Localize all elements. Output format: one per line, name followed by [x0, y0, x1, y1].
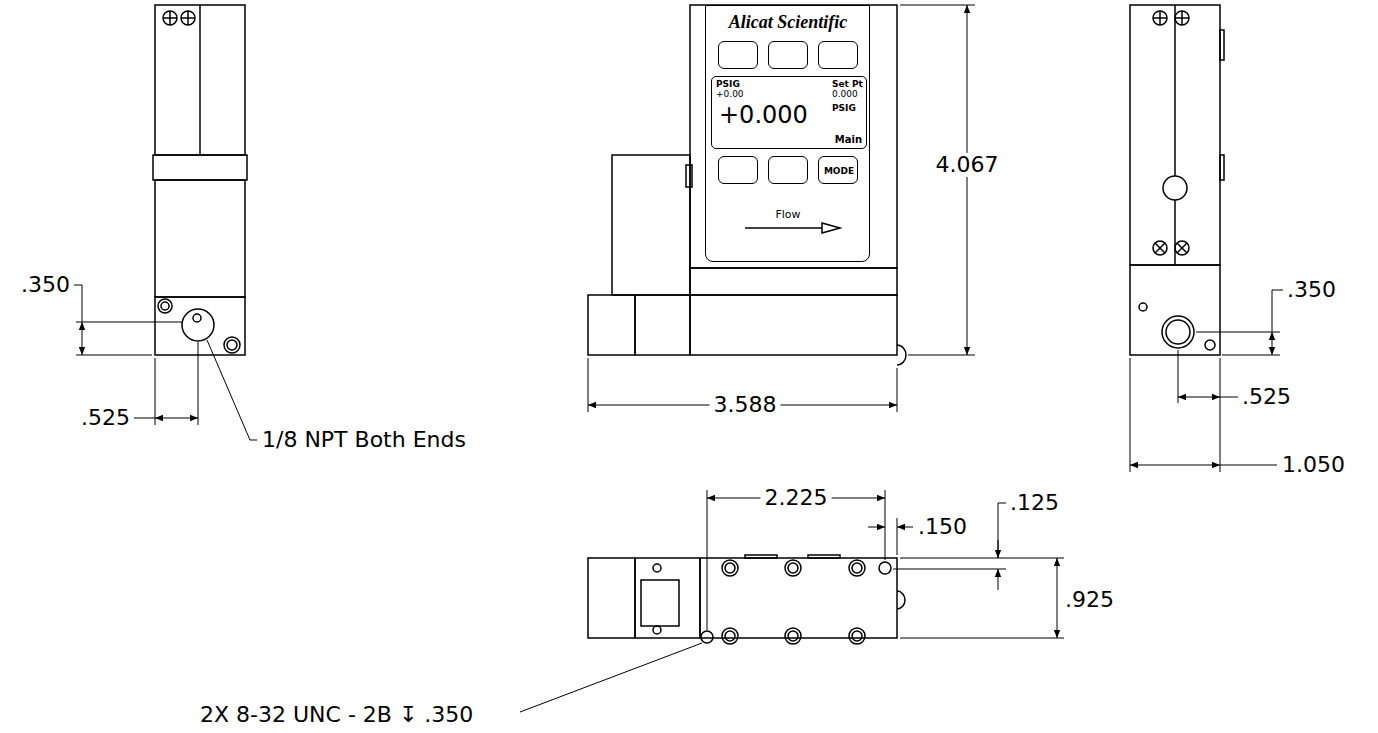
- screen-name: Main: [835, 134, 862, 145]
- dimension-value: .150: [918, 515, 967, 539]
- panel-button: [718, 41, 758, 69]
- display-screen: PSIG+0.00Set Pt0.000PSIG+0.000Main: [711, 76, 867, 149]
- mode-button: MODE: [818, 156, 858, 184]
- dimension-value: 3.588: [710, 393, 781, 417]
- setpoint-label: Set Pt: [832, 79, 863, 89]
- flow-label: Flow: [775, 208, 800, 221]
- panel-button: [718, 156, 758, 184]
- setpoint-value: 0.000: [832, 89, 858, 99]
- display-unit: PSIG: [716, 79, 740, 89]
- dimension-value: .350: [21, 273, 70, 297]
- front-label-panel: Alicat ScientificFlowPSIG+0.00Set Pt0.00…: [705, 5, 870, 262]
- dimension-value: 4.067: [932, 153, 1003, 177]
- callout-note: 2X 8-32 UNC - 2B ↧ .350: [200, 703, 473, 727]
- front-view: [588, 5, 906, 365]
- display-value: +0.00: [716, 89, 744, 99]
- bottom-view: [588, 555, 905, 644]
- left-end-view: [153, 5, 247, 355]
- button-label: MODE: [824, 166, 854, 176]
- display-unit: PSIG: [832, 103, 856, 113]
- panel-button: [768, 41, 808, 69]
- dimension-value: .525: [81, 406, 130, 430]
- panel-button: [768, 156, 808, 184]
- dimension-value: 1.050: [1282, 453, 1345, 477]
- port-note: 1/8 NPT Both Ends: [262, 428, 466, 452]
- dimension-value: 2.225: [761, 486, 832, 510]
- panel-button: [818, 41, 858, 69]
- main-reading: +0.000: [719, 101, 808, 129]
- brand-name: Alicat Scientific: [729, 12, 848, 33]
- dimension-value: .525: [1242, 385, 1291, 409]
- dimension-value: .350: [1287, 278, 1336, 302]
- dimension-value: .125: [1010, 491, 1059, 515]
- right-end-view: [1130, 5, 1224, 355]
- dimension-value: .925: [1065, 588, 1114, 612]
